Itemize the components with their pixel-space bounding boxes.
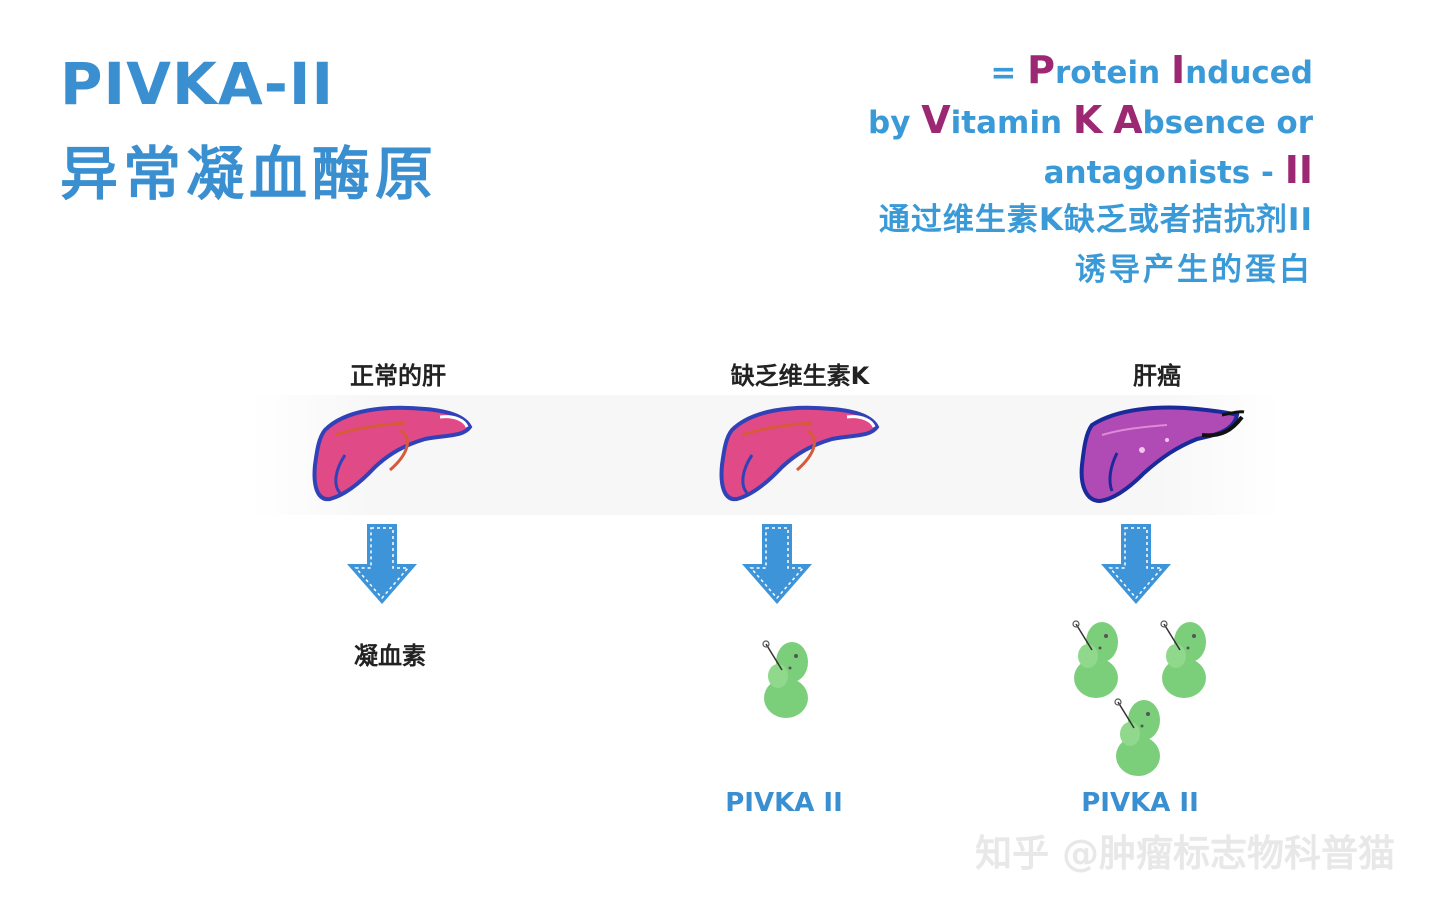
pivka-protein-icon (1160, 620, 1206, 698)
result-label-prothrombin: 凝血素 (354, 642, 426, 670)
column-label-liver-cancer: 肝癌 (1133, 362, 1181, 390)
pivka-protein-icon (1072, 620, 1118, 698)
definition-line-2: by Vitamin K Absence or (868, 100, 1313, 143)
cancer-liver-icon (1079, 405, 1245, 504)
definition-text: bsence or (1142, 105, 1313, 141)
down-arrow-icon (347, 524, 417, 604)
definition-initial: I (1170, 48, 1186, 92)
watermark: 知乎 @肿瘤标志物科普猫 (975, 832, 1395, 875)
down-arrow-icon (1101, 524, 1171, 604)
definition-equals-sign: = (990, 55, 1028, 91)
result-label-pivka-vitamin-k: PIVKA II (725, 788, 843, 818)
definition-text: nduced (1185, 55, 1313, 91)
column-label-vitamin-k-deficiency: 缺乏维生素K (730, 362, 870, 390)
page-subtitle: 异常凝血酶原 (60, 140, 439, 208)
definition-line-3: antagonists - II (1044, 150, 1313, 193)
page-title: PIVKA-II (60, 50, 335, 118)
result-label-pivka-cancer: PIVKA II (1081, 788, 1199, 818)
pivka-protein-icon (1114, 698, 1160, 776)
column-label-normal-liver: 正常的肝 (350, 362, 446, 390)
pivka-protein-icon (762, 640, 808, 718)
definition-zh-line-1: 通过维生素K缺乏或者拮抗剂II (878, 202, 1313, 238)
definition-initial: V (921, 98, 951, 142)
definition-text: itamin (950, 105, 1073, 141)
down-arrow-icon (742, 524, 812, 604)
vitamin-k-deficient-liver-icon (719, 405, 880, 502)
definition-line-1: = Protein Induced (990, 50, 1313, 93)
definition-zh-line-2: 诱导产生的蛋白 (1075, 252, 1313, 288)
definition-initial: II (1284, 148, 1313, 192)
definition-text: antagonists - (1043, 155, 1285, 191)
definition-text: rotein (1055, 55, 1171, 91)
definition-initial: P (1027, 48, 1056, 92)
normal-liver-icon (312, 405, 473, 502)
definition-initial: A (1113, 98, 1143, 142)
definition-text: by (868, 105, 922, 141)
definition-initial: K (1072, 98, 1103, 142)
definition-text (1102, 105, 1113, 141)
